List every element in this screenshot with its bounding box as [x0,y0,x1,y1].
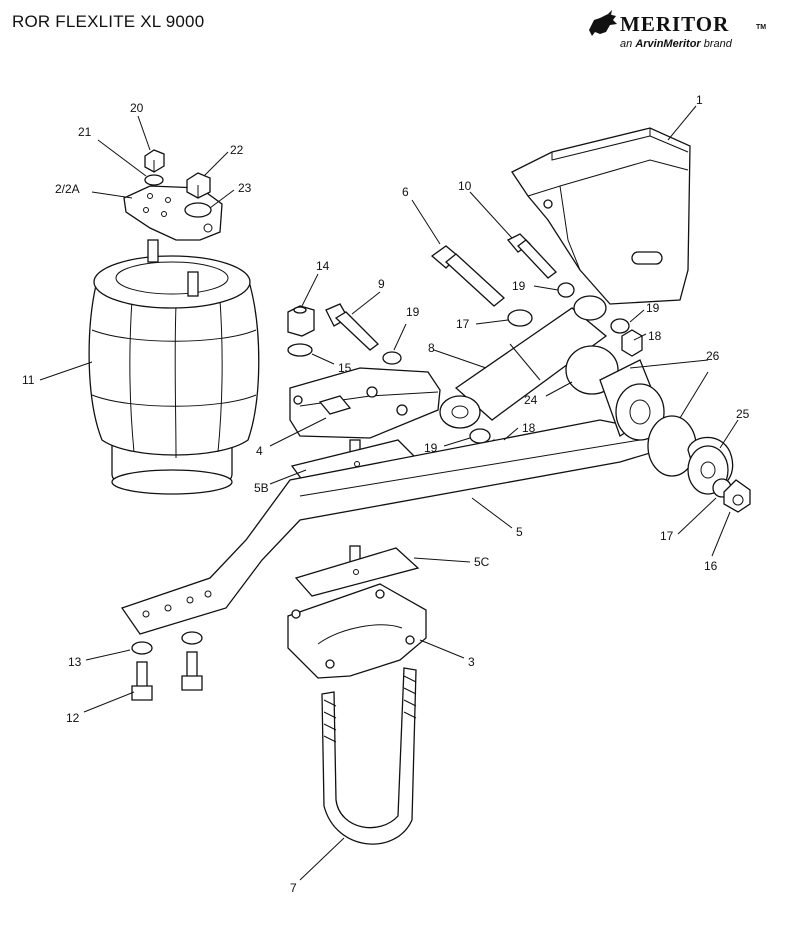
part-13-washer [131,641,153,655]
diagram-title: ROR FLEXLITE XL 9000 [12,12,205,31]
callout-12: 12 [66,711,80,725]
part-17-washer-upper [507,309,533,327]
part-12-bolt-b [181,651,203,691]
callout-18-lower: 18 [522,421,536,435]
callout-25: 25 [736,407,750,421]
callout-15: 15 [338,361,352,375]
callout-5c: 5C [474,555,490,569]
callout-20: 20 [130,101,144,115]
part-14-spacer [287,305,315,337]
callout-17-upper: 17 [456,317,470,331]
part-5c-shim [294,547,420,597]
callout-22: 22 [230,143,244,157]
part-16-nut [723,479,751,513]
part-10-bolt [506,233,557,279]
part-1-hanger-bracket [511,127,691,305]
part-2-top-plate [123,185,223,241]
callout-26: 26 [706,349,720,363]
callout-21: 21 [78,125,92,139]
callout-5b: 5B [254,481,269,495]
part-3-axle-seat [287,583,427,679]
callout-19-left: 19 [406,305,420,319]
callout-18-upper: 18 [648,329,662,343]
part-19-washer-lower [469,428,491,444]
callout-labels: 1 2/2A 3 4 5 5B 5C 6 7 8 9 10 11 12 13 1… [22,93,750,895]
part-15-washer [287,343,313,357]
part-19-washer-upper [557,282,575,298]
brand-wordmark: MERITOR [620,12,730,36]
part-9-bolt [325,303,379,351]
part-19-washer-right [610,318,630,334]
brand-trademark: TM [756,24,767,31]
callout-10: 10 [458,179,472,193]
part-4-axle-seat [289,367,441,439]
callout-2-2a: 2/2A [55,182,80,196]
callout-17-right: 17 [660,529,674,543]
bull-icon [589,10,617,36]
callout-9: 9 [378,277,385,291]
callout-14: 14 [316,259,330,273]
callout-19-upper: 19 [512,279,526,293]
callout-5: 5 [516,525,523,539]
part-11-air-spring [88,239,260,495]
callout-11: 11 [22,373,35,387]
part-8-shock-absorber [439,295,608,429]
callout-6: 6 [402,185,409,199]
part-6-bolt [430,245,505,307]
part-25-spacer [687,436,734,495]
part-20-nut [144,149,165,173]
callout-4: 4 [256,444,263,458]
tagline-suffix: brand [703,38,732,50]
callout-7: 7 [290,881,297,895]
tagline-prefix: an [620,38,633,50]
part-22-nut [186,172,211,199]
part-24-bushing [565,345,665,441]
part-7-u-bolt [321,667,417,845]
part-21-washer [144,174,164,186]
brand-tagline: an ArvinMeritor brand [620,38,732,50]
part-12-bolt [131,661,153,701]
callout-24: 24 [524,393,538,407]
part-19-washer-upper-left [382,351,402,365]
callout-leaders [39,105,739,881]
meritor-logo: MERITOR TM an ArvinMeritor brand [586,8,786,56]
callout-1: 1 [696,93,703,107]
callout-16: 16 [704,559,718,573]
part-23-washer [184,202,212,218]
callout-13: 13 [68,655,82,669]
callout-19-lower: 19 [424,441,438,455]
callout-19-right: 19 [646,301,660,315]
callout-8: 8 [428,341,435,355]
tagline-company: ArvinMeritor [635,38,701,50]
part-18-nut-upper [621,329,643,357]
part-13-washer-b [181,631,203,645]
callout-3: 3 [468,655,475,669]
callout-23: 23 [238,181,252,195]
